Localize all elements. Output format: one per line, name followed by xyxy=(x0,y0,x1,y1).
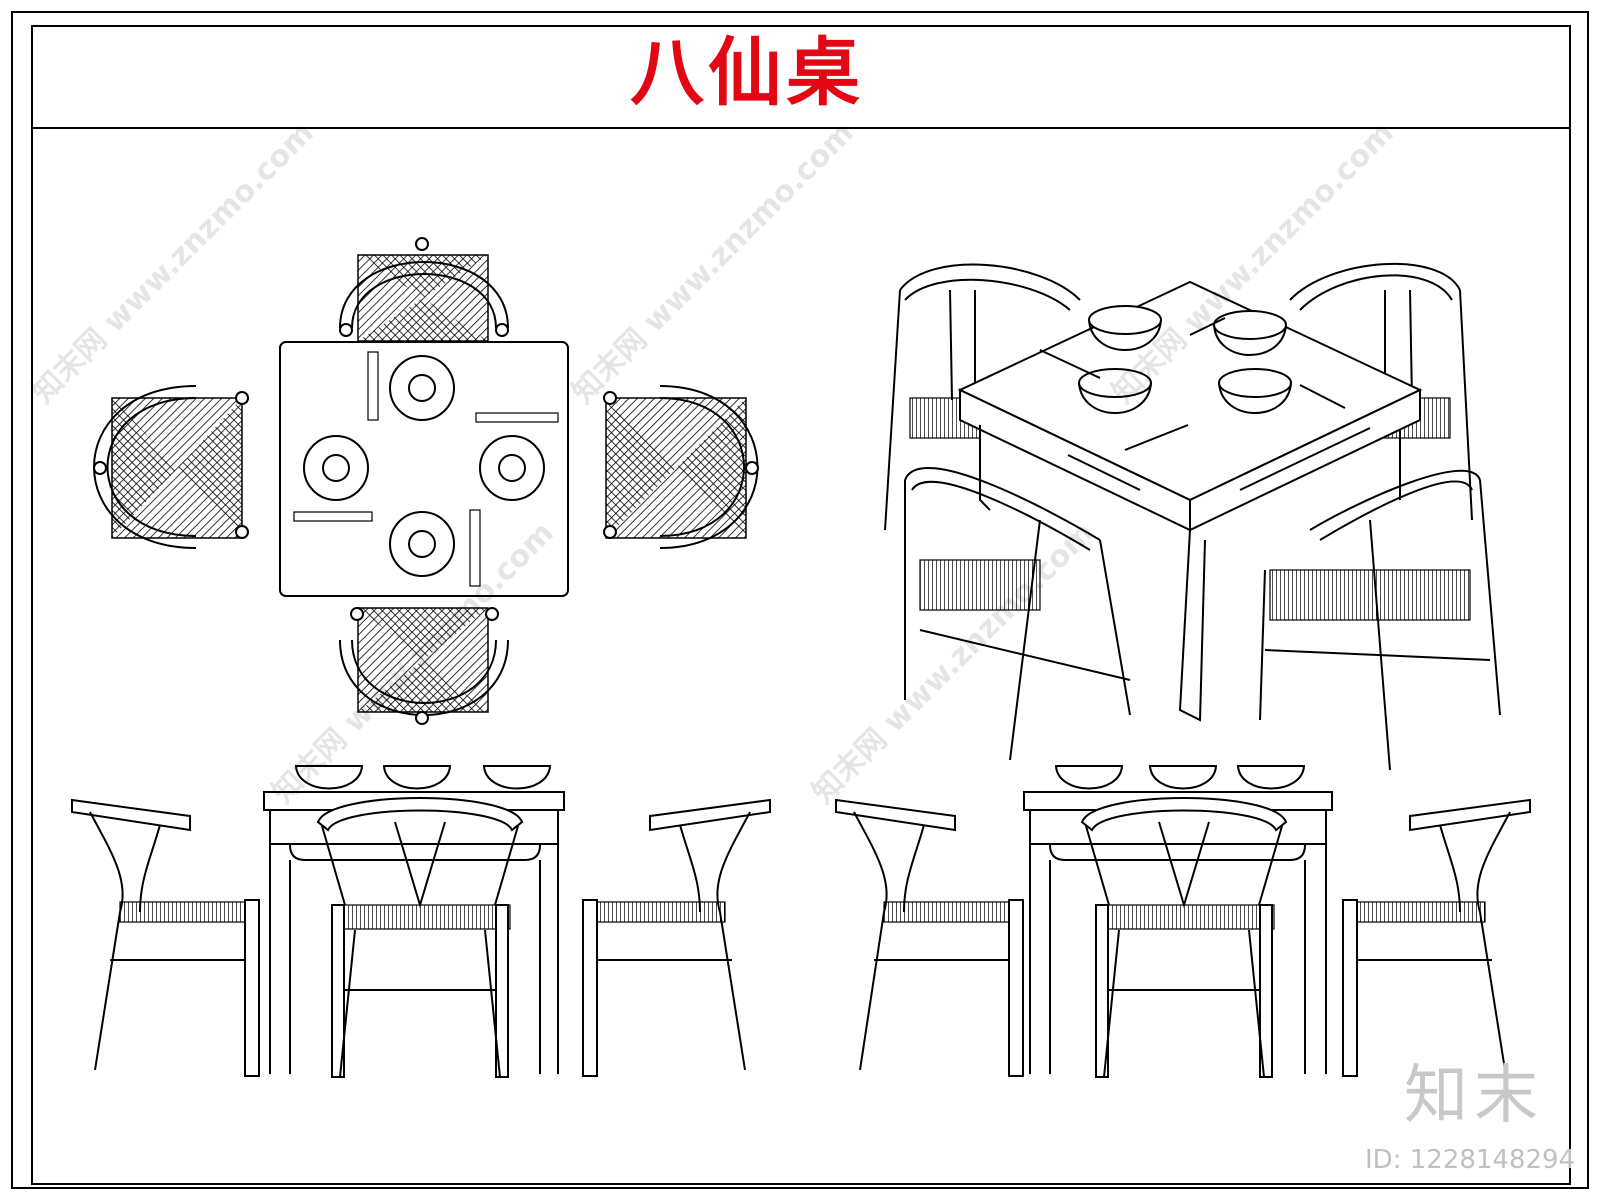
plan-chair-right xyxy=(603,385,759,549)
outer-border xyxy=(11,11,1589,1189)
plan-chopsticks xyxy=(293,351,559,587)
elevation-view-2 xyxy=(835,765,1531,1078)
elevation-view-1 xyxy=(71,765,771,1078)
perspective-view xyxy=(884,262,1501,771)
plan-plates xyxy=(303,355,545,577)
plan-table-top xyxy=(279,341,569,597)
inner-border xyxy=(31,25,1571,1185)
watermark-id: ID: 1228148294 xyxy=(1365,1145,1576,1175)
plan-chair-bottom xyxy=(339,607,509,725)
persp-chair-front-left xyxy=(904,467,1131,761)
watermark-logo: 知末 xyxy=(1404,1059,1544,1133)
plan-chair-left xyxy=(93,385,249,549)
persp-chair-front-right xyxy=(1259,469,1501,771)
plan-view xyxy=(93,237,759,725)
page-title: 八仙桌 xyxy=(630,30,864,116)
persp-table xyxy=(957,280,1423,722)
plan-chair-top xyxy=(339,237,509,342)
